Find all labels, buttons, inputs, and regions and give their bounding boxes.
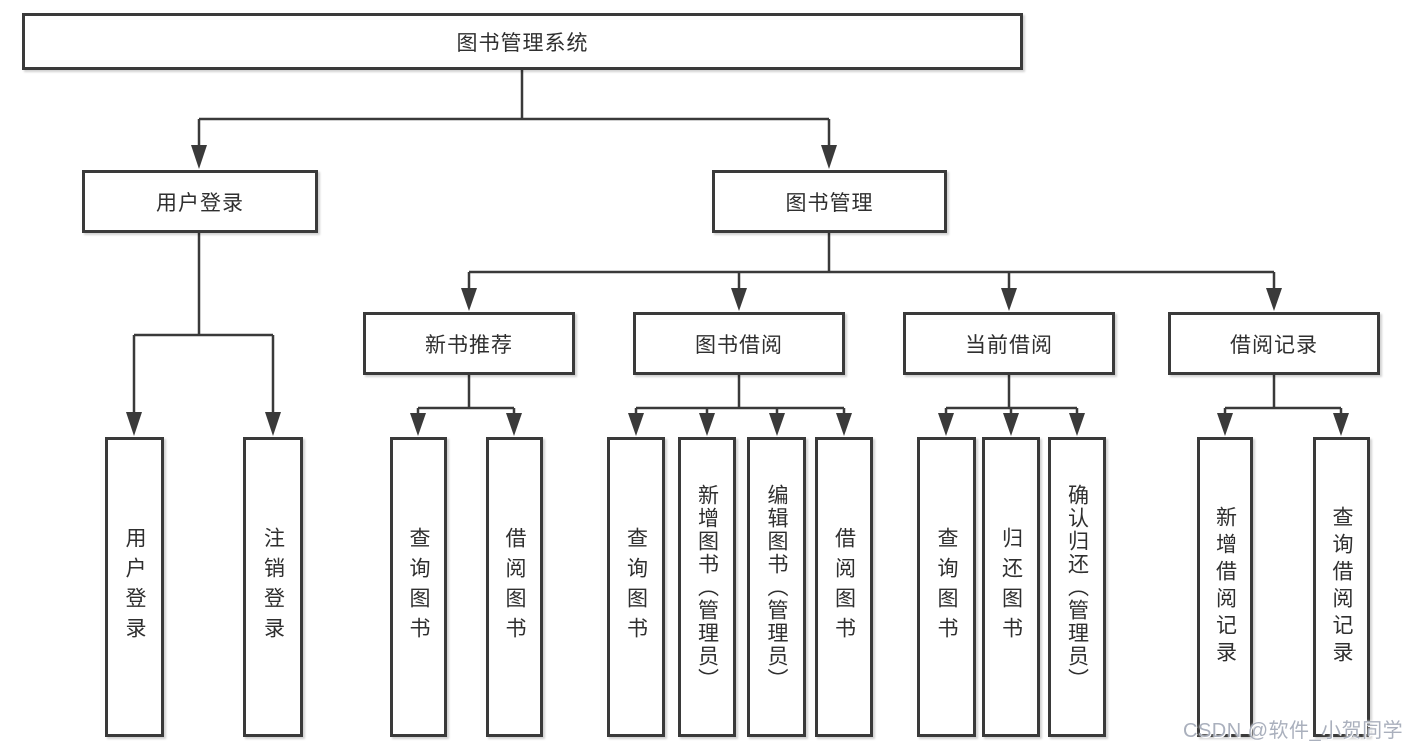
- leaf-confirm-return-admin: 确认归还（管理员）: [1048, 437, 1106, 737]
- leaf-edit-book-admin: 编辑图书（管理员）: [747, 437, 806, 737]
- arrowheads: [126, 145, 1349, 436]
- leaf-logout: 注销登录: [243, 437, 303, 737]
- leaf-add-book-admin: 新增图书（管理员）: [678, 437, 736, 737]
- node-label: 查询图书: [407, 527, 430, 647]
- node-book-borrowing: 图书借阅: [633, 312, 845, 375]
- leaf-query-borrow-record: 查询借阅记录: [1313, 437, 1370, 737]
- node-label: 借阅图书: [503, 527, 526, 647]
- leaf-return-book: 归还图书: [982, 437, 1040, 737]
- node-label: 当前借阅: [965, 333, 1053, 357]
- leaf-query-books-current: 查询图书: [917, 437, 976, 737]
- leaf-query-books-recommend: 查询图书: [390, 437, 447, 737]
- leaf-borrow-books: 借阅图书: [815, 437, 873, 737]
- node-borrowing-records: 借阅记录: [1168, 312, 1380, 375]
- node-label: 图书管理: [785, 191, 874, 215]
- node-label: 图书借阅: [695, 333, 783, 357]
- node-label: 新增图书（管理员）: [695, 483, 719, 691]
- node-label: 查询图书: [624, 527, 648, 647]
- node-label: 确认归还（管理员）: [1065, 483, 1089, 691]
- watermark: CSDN @软件_小贺同学: [1183, 720, 1404, 742]
- node-new-book-recommendation: 新书推荐: [363, 312, 575, 375]
- leaf-query-books-borrowing: 查询图书: [607, 437, 665, 737]
- leaf-borrow-books-recommend: 借阅图书: [486, 437, 543, 737]
- node-label: 查询借阅记录: [1330, 506, 1353, 668]
- node-label: 借阅图书: [832, 527, 856, 647]
- node-label: 编辑图书（管理员）: [765, 483, 788, 691]
- node-label: 用户登录: [123, 527, 146, 647]
- node-label: 注销登录: [261, 527, 285, 647]
- node-label: 借阅记录: [1230, 333, 1318, 357]
- node-user-login-branch: 用户登录: [82, 170, 318, 233]
- node-label: 用户登录: [156, 191, 244, 215]
- node-label: 图书管理系统: [456, 31, 589, 55]
- leaf-user-login: 用户登录: [105, 437, 164, 737]
- node-label: 新增借阅记录: [1213, 506, 1237, 668]
- node-book-management-branch: 图书管理: [712, 170, 947, 233]
- node-current-borrowing: 当前借阅: [903, 312, 1115, 375]
- node-label: 新书推荐: [425, 333, 513, 357]
- node-label: 查询图书: [935, 527, 958, 647]
- node-label: 归还图书: [999, 527, 1023, 647]
- leaf-add-borrow-record: 新增借阅记录: [1197, 437, 1253, 737]
- node-library-system-root: 图书管理系统: [22, 13, 1023, 70]
